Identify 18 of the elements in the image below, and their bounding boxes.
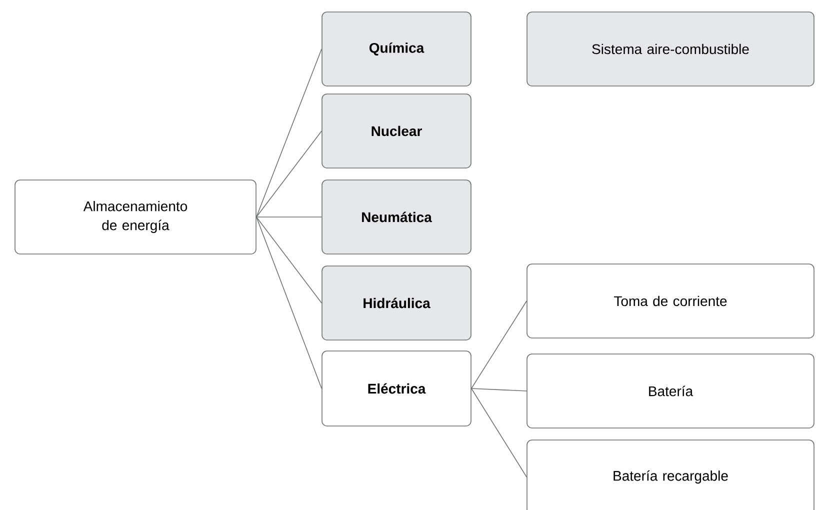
category-box: Batería recargable (526, 440, 814, 510)
category-box: Eléctrica (322, 350, 472, 426)
category-box: Toma de corriente (526, 264, 814, 338)
connector-line (256, 216, 322, 304)
connector-line (471, 300, 527, 389)
category-box: Hidráulica (322, 266, 472, 340)
connector-line (256, 48, 322, 218)
category-box: Batería (526, 354, 814, 428)
connector-line (256, 130, 322, 218)
connector-line (256, 216, 322, 218)
category-box: Sistema aire-combustible (526, 12, 814, 86)
category-box: Neumática (322, 180, 472, 254)
category-box: Nuclear (322, 94, 472, 168)
category-box: Química (322, 12, 472, 86)
connector-line (256, 216, 322, 389)
category-box: Almacenamiento de energía (14, 180, 256, 254)
connector-line (471, 388, 527, 478)
connector-line (471, 388, 527, 392)
